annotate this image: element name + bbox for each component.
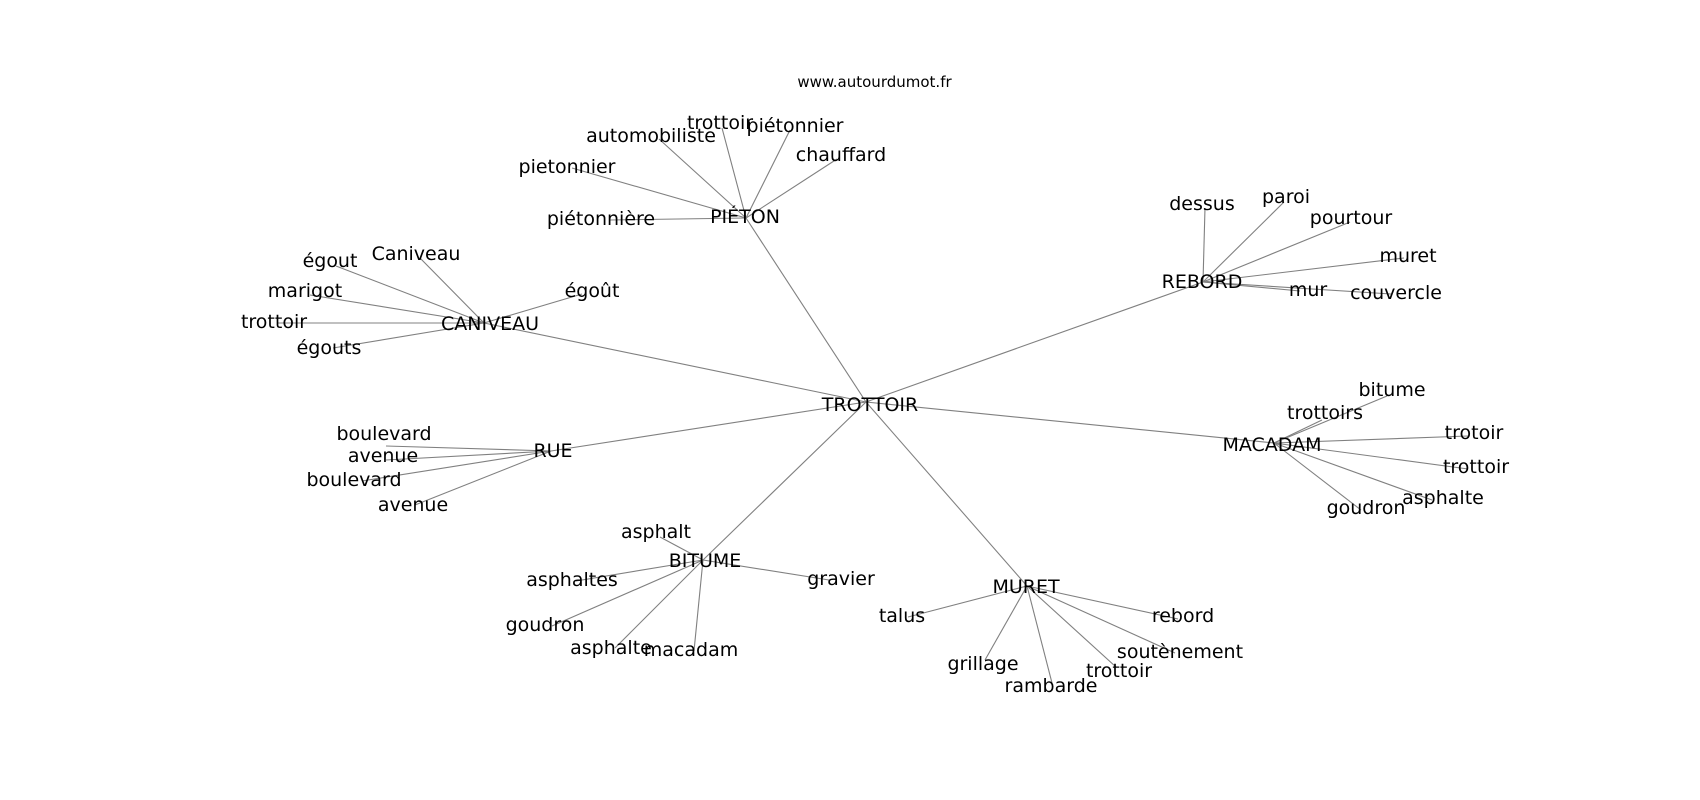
edge-0-4 (571, 167, 747, 219)
word-node-label: asphalt (621, 521, 691, 543)
word-node-label: piétonnier (747, 115, 844, 137)
edge-4-5 (1273, 442, 1362, 511)
edge-5-3 (551, 559, 704, 627)
edge-5-2 (702, 559, 830, 581)
edge-0-3 (745, 158, 838, 219)
graph-labels: TROTTOIRPIÉTONtrottoirpiétonnierautomobi… (241, 112, 1509, 697)
edge-6-1 (1026, 585, 1179, 620)
cluster-node-label: CANIVEAU (441, 313, 539, 335)
word-node-label: muret (1379, 245, 1436, 267)
edge-6-4 (1026, 585, 1117, 668)
edge-4-1 (1273, 419, 1323, 444)
word-node-label: asphalte (1402, 487, 1484, 509)
word-node-label: gravier (807, 568, 875, 590)
edge-4-3 (1273, 442, 1469, 470)
edge-2-5 (1202, 281, 1392, 295)
edge-5-1 (575, 559, 704, 582)
word-node-label: pourtour (1310, 207, 1393, 229)
edge-0-1 (745, 129, 791, 219)
word-node-label: avenue (348, 445, 418, 467)
word-node-label: trottoir (687, 112, 753, 134)
edge-0-5 (609, 217, 747, 221)
root-node-label: TROTTOIR (821, 394, 918, 416)
site-watermark: www.autourdumot.fr (797, 73, 952, 91)
edge-3-3 (414, 450, 552, 506)
edge-3-1 (385, 450, 552, 461)
cluster-node-label: RUE (533, 440, 572, 462)
edge-3-0 (385, 445, 552, 452)
cluster-node-label: MURET (992, 576, 1060, 598)
word-node-label: pietonnier (519, 156, 616, 178)
word-node-label: Caniveau (372, 243, 461, 265)
word-node-label: piétonnière (547, 208, 655, 230)
edge-1-1 (335, 265, 485, 324)
word-node-label: avenue (378, 494, 448, 516)
word-node-label: mur (1289, 279, 1328, 301)
edge-1-3 (309, 294, 485, 324)
edge-0-0 (721, 127, 747, 219)
word-node-label: boulevard (306, 469, 401, 491)
edge-6-3 (984, 585, 1028, 661)
edge-root-6 (865, 401, 1028, 587)
word-node-label: égout (303, 250, 358, 272)
word-node-label: marigot (268, 280, 342, 302)
word-node-label: trottoir (241, 311, 307, 333)
cluster-node-label: REBORD (1162, 271, 1243, 293)
edge-4-4 (1273, 442, 1433, 501)
word-node-label: trottoir (1443, 456, 1509, 478)
edge-1-5 (332, 322, 485, 349)
word-node-label: chauffard (796, 144, 886, 166)
edge-root-3 (550, 401, 867, 452)
word-node-label: asphalte (570, 637, 652, 659)
word-node-label: bitume (1358, 379, 1425, 401)
word-node-label: asphaltes (526, 569, 618, 591)
edge-1-0 (419, 257, 485, 324)
edge-1-2 (483, 293, 583, 324)
word-node-label: goudron (506, 614, 585, 636)
edge-2-2 (1202, 221, 1351, 283)
edge-root-4 (865, 401, 1275, 444)
word-node-label: rambarde (1005, 675, 1098, 697)
word-node-label: paroi (1262, 186, 1310, 208)
edge-6-0 (907, 585, 1028, 618)
edge-3-2 (361, 450, 552, 482)
edge-6-5 (1026, 585, 1053, 684)
cluster-node-label: BITUME (669, 550, 742, 572)
graph-edges (278, 127, 1469, 684)
edge-2-0 (1202, 207, 1206, 283)
edge-root-1 (483, 322, 867, 403)
word-node-label: grillage (947, 653, 1018, 675)
edge-5-4 (614, 559, 704, 649)
edge-5-5 (693, 559, 704, 652)
word-node-label: trotoir (1445, 422, 1504, 444)
edge-2-1 (1202, 201, 1285, 283)
edge-root-0 (745, 217, 867, 403)
edge-root-5 (702, 401, 867, 561)
edge-4-0 (1273, 395, 1388, 444)
cluster-node-label: PIÉTON (710, 205, 780, 228)
word-node-label: couvercle (1350, 282, 1442, 304)
word-node-label: rebord (1152, 605, 1214, 627)
edge-root-2 (865, 281, 1204, 403)
word-node-label: macadam (644, 639, 738, 661)
edge-6-2 (1026, 585, 1176, 654)
edge-4-2 (1273, 435, 1469, 444)
word-node-label: égouts (297, 337, 362, 359)
cluster-node-label: MACADAM (1222, 434, 1321, 456)
word-node-label: soutènement (1117, 641, 1243, 663)
word-node-label: égoût (565, 280, 620, 302)
word-node-label: goudron (1327, 497, 1406, 519)
word-node-label: talus (879, 605, 925, 627)
word-node-label: automobiliste (586, 125, 716, 147)
word-node-label: trottoirs (1287, 402, 1363, 424)
word-node-label: dessus (1169, 193, 1235, 215)
edge-2-3 (1202, 257, 1405, 283)
edge-5-0 (659, 536, 704, 561)
word-node-label: trottoir (1086, 660, 1152, 682)
word-node-label: boulevard (336, 423, 431, 445)
edge-0-2 (658, 138, 747, 219)
